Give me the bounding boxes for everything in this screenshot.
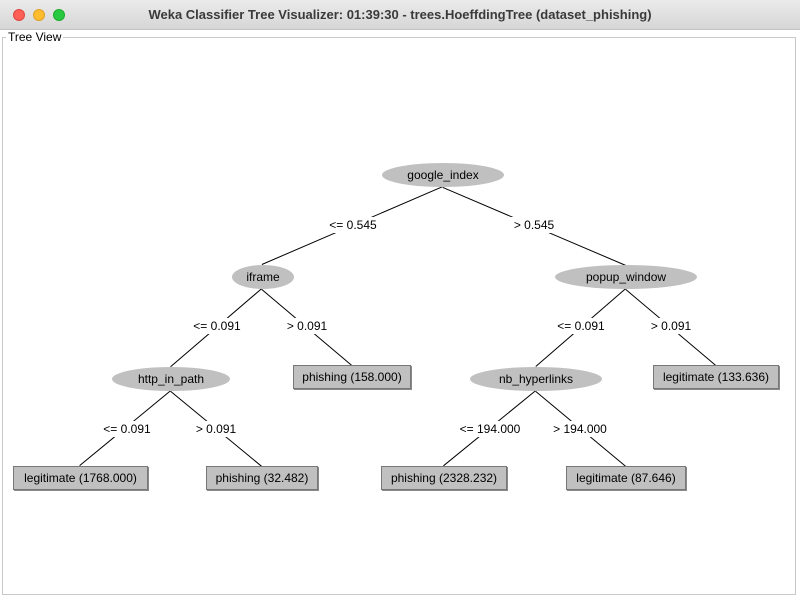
tree-view-panel[interactable]: Tree View <= 0.545 > 0.545 <= 0.091 > 0.… [0, 30, 800, 598]
edge-label-http-gt: > 0.091 [185, 421, 247, 437]
tree-node-google-index[interactable]: google_index [382, 163, 504, 187]
close-window-button[interactable] [13, 9, 25, 21]
tree-node-http-in-path[interactable]: http_in_path [112, 367, 230, 391]
tree-leaf-phishing-158[interactable]: phishing (158.000) [293, 365, 411, 389]
edge-label-nb-gt: > 194.000 [541, 421, 619, 437]
minimize-window-button[interactable] [33, 9, 45, 21]
edge-label-iframe-gt: > 0.091 [276, 318, 338, 334]
edge-label-popup-gt: > 0.091 [640, 318, 702, 334]
window-title: Weka Classifier Tree Visualizer: 01:39:3… [148, 7, 652, 22]
edge-label-nb-le: <= 194.000 [448, 421, 532, 437]
tree-leaf-phishing-32[interactable]: phishing (32.482) [206, 466, 318, 490]
tree-node-nb-hyperlinks[interactable]: nb_hyperlinks [470, 367, 602, 391]
edge-label-google-le: <= 0.545 [318, 217, 388, 233]
edge-label-popup-le: <= 0.091 [546, 318, 616, 334]
edge-label-iframe-le: <= 0.091 [182, 318, 252, 334]
panel-label: Tree View [6, 30, 64, 44]
tree-node-iframe[interactable]: iframe [232, 265, 294, 289]
title-bar: Weka Classifier Tree Visualizer: 01:39:3… [0, 0, 800, 30]
tree-leaf-legitimate-1768[interactable]: legitimate (1768.000) [13, 466, 148, 490]
tree-leaf-legitimate-133[interactable]: legitimate (133.636) [653, 365, 779, 389]
tree-node-popup-window[interactable]: popup_window [555, 265, 697, 289]
tree-leaf-phishing-2328[interactable]: phishing (2328.232) [381, 466, 507, 490]
maximize-window-button[interactable] [53, 9, 65, 21]
edge-label-google-gt: > 0.545 [502, 217, 566, 233]
panel-border [2, 37, 796, 595]
edge-label-http-le: <= 0.091 [92, 421, 162, 437]
tree-leaf-legitimate-87[interactable]: legitimate (87.646) [566, 466, 686, 490]
